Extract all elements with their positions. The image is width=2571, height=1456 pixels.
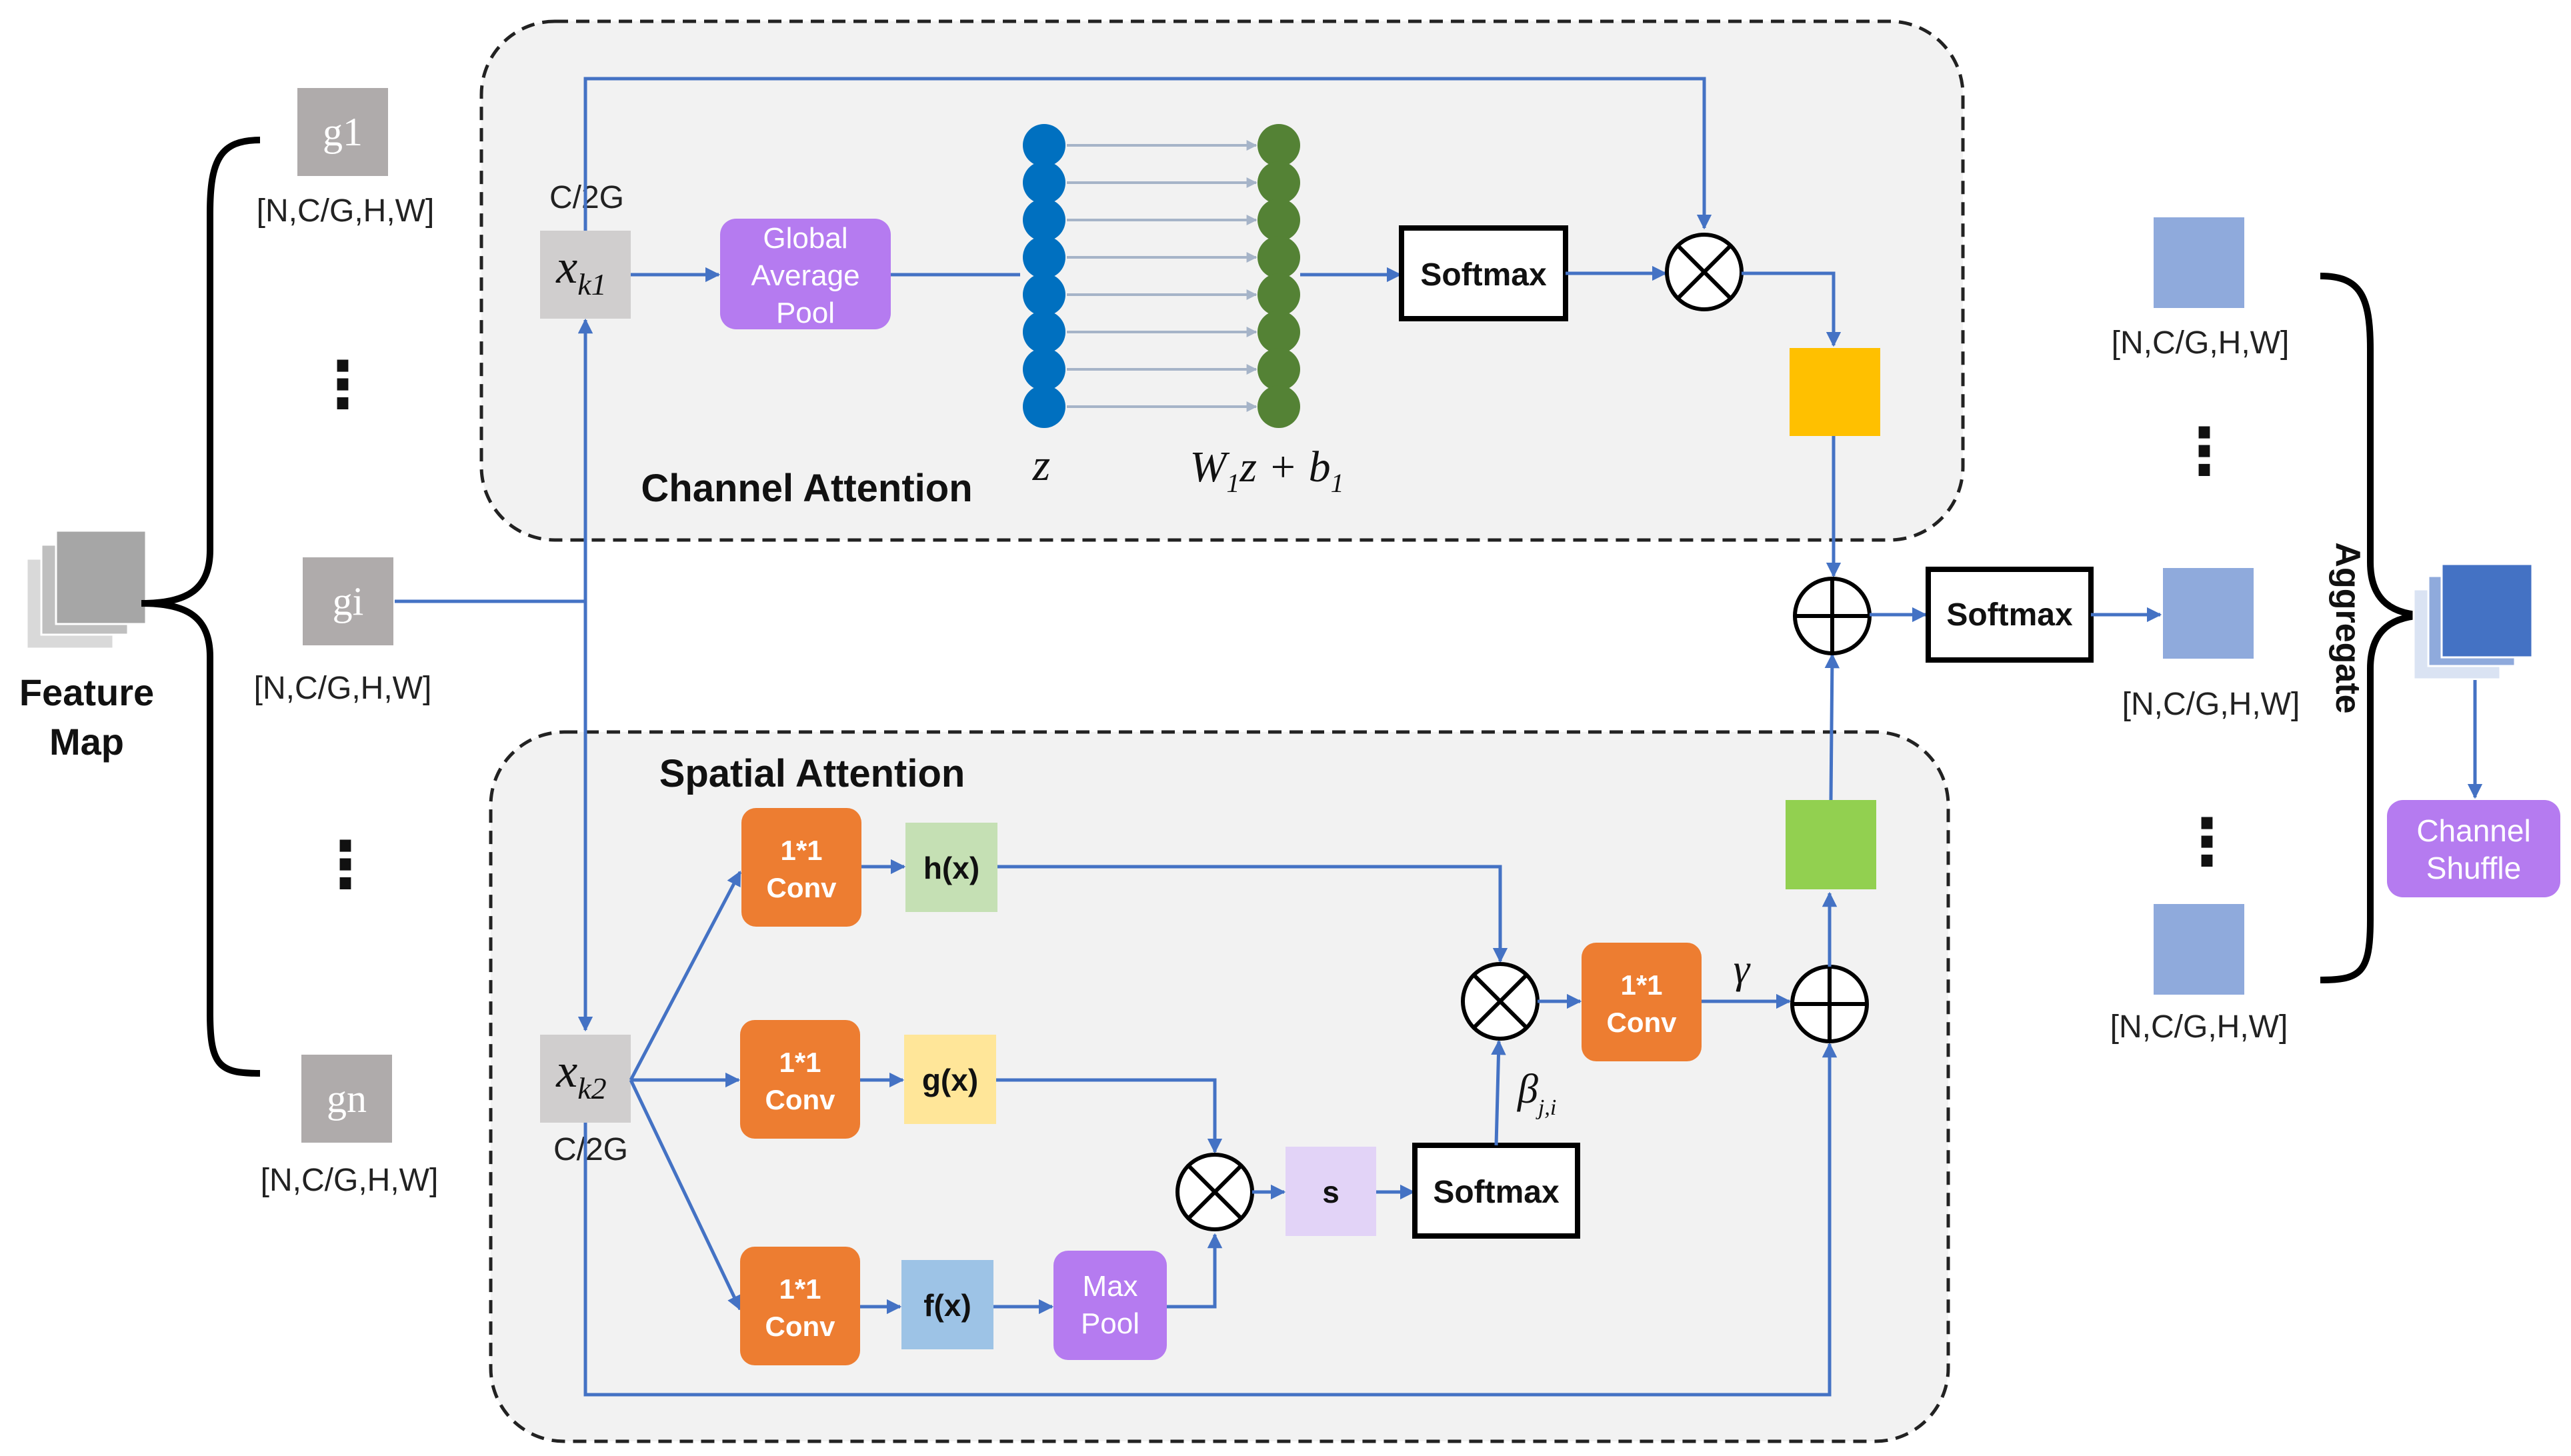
s-label: s	[1322, 1175, 1340, 1209]
aggregated-feature-icon	[2412, 563, 2534, 681]
z-to-w-connections	[1067, 140, 1257, 412]
w1z-b1-label: W1z + b1	[1189, 443, 1344, 498]
gx-label: g(x)	[922, 1063, 978, 1097]
channel-attention-title: Channel Attention	[641, 467, 972, 510]
channel-softmax-label: Softmax	[1420, 257, 1547, 293]
channel-shuffle-line2: Shuffle	[2426, 851, 2521, 885]
w-vector	[1257, 124, 1300, 428]
spatial-output-block	[1786, 800, 1876, 889]
gx-to-multiply-arrow	[996, 1078, 1223, 1154]
xk1-box	[540, 231, 631, 319]
spatial-softmax-label: Softmax	[1433, 1175, 1560, 1210]
green-to-add-arrow	[1824, 653, 1840, 801]
spatial-multiply-lower-icon	[1175, 1153, 1254, 1231]
conv-gamma-line2: Conv	[1607, 1007, 1678, 1038]
xk1-bypass-arrow	[583, 77, 1712, 231]
z-vector	[1023, 124, 1065, 428]
maxpool-line1: Max	[1082, 1270, 1137, 1303]
merge-add-icon	[1793, 577, 1872, 655]
xk2-to-conv1-arrow	[629, 871, 742, 1081]
fx-label: f(x)	[923, 1288, 971, 1323]
z-label: z	[1032, 439, 1050, 490]
left-brace	[141, 137, 261, 1077]
output-group-n-shape: [N,C/G,H,W]	[2110, 1009, 2288, 1045]
gap-line-2: Average	[751, 259, 859, 292]
conv-g-line1: 1*1	[779, 1047, 821, 1078]
conv-f-line2: Conv	[765, 1311, 836, 1342]
maxpool-to-multiply-arrow	[1167, 1233, 1223, 1309]
hx-to-multiply-arrow	[997, 865, 1508, 963]
group-g1-shape: [N,C/G,H,W]	[257, 193, 435, 229]
group-gn-shape: [N,C/G,H,W]	[261, 1163, 439, 1198]
maxpool-line2: Pool	[1081, 1307, 1139, 1340]
output-group-1-shape: [N,C/G,H,W]	[2112, 325, 2290, 361]
conv-g-box	[740, 1020, 860, 1139]
left-ellipsis-2: ⋮	[313, 829, 377, 901]
output-group-n-box	[2154, 904, 2244, 995]
conv-g-line2: Conv	[765, 1084, 836, 1115]
spatial-attention-panel	[489, 730, 1950, 1443]
feature-map-label-line1: Feature	[19, 671, 154, 713]
s-box	[1286, 1147, 1376, 1236]
channel-shuffle-line1: Channel	[2416, 813, 2530, 848]
feature-map-label-line2: Map	[49, 721, 124, 763]
channel-output-block	[1790, 348, 1880, 436]
group-gi-box	[303, 557, 393, 645]
xk1-label: xk1	[555, 240, 606, 301]
xk2-label: xk2	[555, 1044, 606, 1105]
spatial-multiply-upper-icon	[1461, 962, 1540, 1041]
output-group-i-shape: [N,C/G,H,W]	[2122, 687, 2300, 722]
conv-gamma-line1: 1*1	[1620, 969, 1662, 1001]
spatial-attention-title: Spatial Attention	[659, 752, 965, 795]
fx-box	[901, 1260, 993, 1349]
spatial-add-icon	[1790, 965, 1869, 1043]
group-gn-box	[301, 1055, 392, 1143]
gap-line-3: Pool	[776, 297, 835, 329]
hx-label: h(x)	[923, 851, 979, 885]
channel-shuffle-box	[2387, 800, 2560, 897]
feature-map-icon	[25, 529, 147, 650]
right-ellipsis-2: ⋮	[2175, 807, 2239, 878]
global-average-pool-box	[720, 219, 891, 329]
group-gi-label: gi	[333, 579, 364, 623]
conv-h-box	[741, 808, 861, 927]
gamma-label: γ	[1734, 947, 1751, 992]
merge-softmax-label: Softmax	[1946, 597, 2073, 633]
conv-gamma-box	[1582, 943, 1702, 1061]
xk2-to-conv3-arrow	[629, 1079, 742, 1311]
conv-f-box	[740, 1247, 860, 1365]
hx-box	[905, 823, 997, 912]
output-group-1-box	[2154, 217, 2244, 308]
channel-attention-panel	[479, 19, 1965, 542]
aggregate-label: Aggregate	[2328, 542, 2367, 713]
gap-line-1: Global	[763, 222, 847, 255]
spatial-softmax-box	[1412, 1143, 1580, 1239]
beta-label: βj,i	[1517, 1067, 1556, 1120]
left-ellipsis-1: ⋮	[311, 349, 375, 421]
multiply-to-yellow-arrow	[1742, 271, 1842, 347]
group-gn-label: gn	[327, 1077, 367, 1121]
output-group-i-box	[2163, 568, 2254, 659]
xk2-residual-arrow	[583, 1042, 1838, 1397]
maxpool-box	[1053, 1251, 1167, 1360]
conv-h-line2: Conv	[767, 872, 837, 903]
gx-box	[904, 1035, 996, 1124]
xk2-box	[540, 1035, 631, 1123]
xk2-dims: C/2G	[553, 1132, 628, 1167]
right-ellipsis-1: ⋮	[2172, 416, 2236, 487]
group-g1-box	[297, 88, 388, 176]
channel-multiply-icon	[1665, 233, 1744, 311]
softmax-to-multiply-arrow-spatial	[1491, 1039, 1506, 1146]
group-gi-shape: [N,C/G,H,W]	[254, 671, 432, 706]
conv-f-line1: 1*1	[779, 1273, 821, 1305]
group-g1-label: g1	[323, 110, 363, 154]
conv-h-line1: 1*1	[780, 835, 822, 866]
